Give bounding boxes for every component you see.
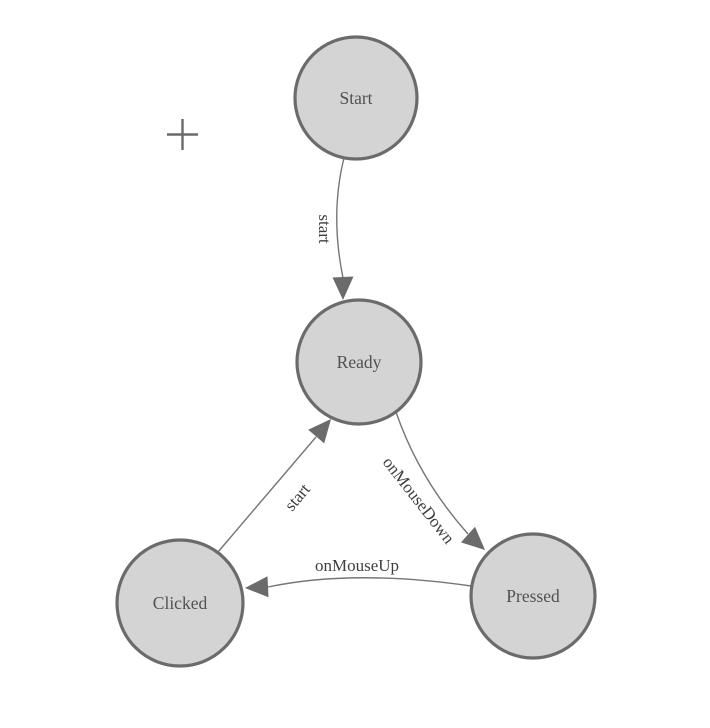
- node-start[interactable]: Start: [293, 35, 419, 161]
- edge-clicked-to-ready[interactable]: start: [217, 419, 331, 553]
- state-circle[interactable]: [293, 35, 419, 161]
- state-circle[interactable]: [115, 538, 245, 668]
- edge-line: [267, 577, 472, 588]
- arrowhead-icon: [461, 526, 485, 550]
- node-label: Pressed: [506, 586, 560, 606]
- node-clicked[interactable]: Clicked: [115, 538, 245, 668]
- plus-crosshair-icon: [167, 119, 198, 150]
- edge-line: [395, 411, 469, 535]
- edge-pressed-to-clicked[interactable]: onMouseUp: [245, 556, 472, 598]
- edge-line: [217, 436, 317, 553]
- edge-label-onmousedown: onMouseDown: [379, 453, 459, 548]
- arrowhead-icon: [332, 276, 354, 300]
- node-pressed[interactable]: Pressed: [469, 532, 597, 660]
- edge-start-to-ready[interactable]: start: [315, 157, 354, 300]
- edge-ready-to-pressed[interactable]: onMouseDown: [379, 411, 485, 550]
- node-label: Start: [339, 88, 372, 108]
- state-circle[interactable]: [469, 532, 597, 660]
- node-ready[interactable]: Ready: [295, 298, 423, 426]
- arrowhead-icon: [308, 419, 331, 444]
- node-label: Clicked: [153, 593, 208, 613]
- edge-label-onmouseup: onMouseUp: [315, 556, 399, 575]
- state-circle[interactable]: [295, 298, 423, 426]
- arrowhead-icon: [245, 576, 269, 598]
- edge-label-start-clicked-ready: start: [281, 480, 315, 515]
- edge-line: [336, 157, 345, 279]
- edge-label-start-ready: start: [315, 214, 334, 244]
- node-label: Ready: [337, 352, 382, 372]
